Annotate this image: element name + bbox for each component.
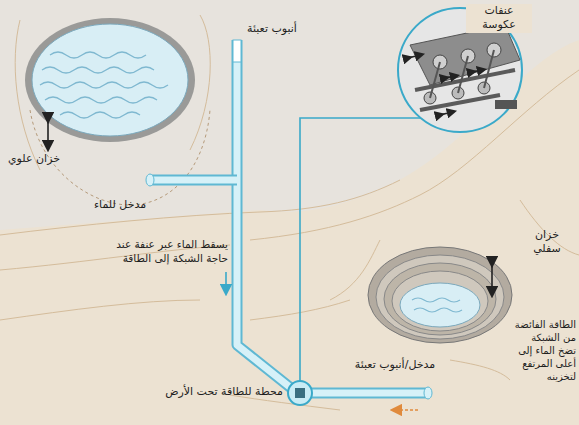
callout-line	[300, 118, 421, 381]
level-arrow	[491, 262, 493, 292]
upper-reservoir-water	[32, 24, 188, 136]
flow-note: يسقط الماء عبر عنفة عند حاجة الشبكة إلى …	[104, 238, 228, 265]
reservoir-label: خزان علوي	[8, 152, 60, 166]
power-station	[288, 381, 312, 405]
pipe-label: أنبوب تعبئة	[244, 22, 300, 36]
flow-arrow	[225, 272, 227, 290]
terrain-contours	[0, 15, 579, 410]
intake-label: مدخل/أنبوب تعبئة	[340, 358, 450, 372]
pump-note: الطاقة الفائضة من الشبكة تضخ الماء إلى أ…	[512, 318, 576, 383]
level-arrow	[47, 118, 49, 146]
sky-region	[0, 0, 579, 230]
pump-arrow	[396, 409, 418, 411]
reservoir-label: خزان سفلي	[520, 228, 574, 257]
intake-label: مدخل للماء	[92, 198, 148, 212]
lower-reservoir	[368, 247, 512, 343]
upper-reservoir-rim	[25, 18, 195, 142]
turbine-label: عنفات عكوسة	[466, 4, 532, 33]
water-waves	[40, 52, 168, 118]
power-station-core	[295, 388, 305, 398]
reversible-turbines	[408, 25, 520, 115]
station-label: محطة للطاقة تحت الأرض	[120, 385, 283, 399]
penstock-pipe	[146, 40, 432, 399]
